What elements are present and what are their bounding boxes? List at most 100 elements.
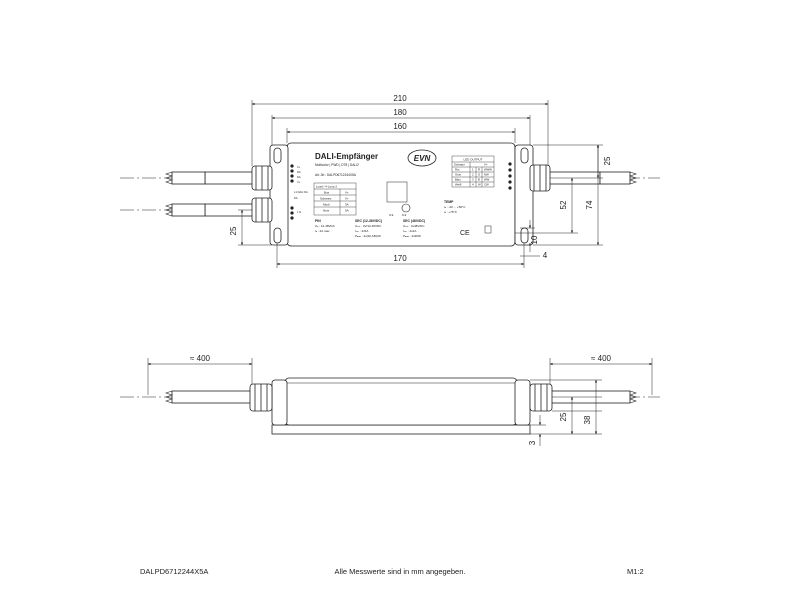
dim-25-top: 25 bbox=[603, 156, 612, 165]
led-cell: 3 bbox=[472, 178, 474, 182]
top-view-dimension-values: 210 180 160 170 25 52 74 25 10 4 bbox=[229, 94, 612, 263]
sec-line: Pₘₐₓ : 4x96W bbox=[403, 234, 421, 238]
temp-line: tₐ : +75°C bbox=[444, 210, 458, 214]
side-gland-right bbox=[529, 383, 553, 412]
side-gland-left bbox=[249, 383, 273, 412]
led-output-rows: Rot 1 R WWW Grün 2 G NW Blau 3 B WW Weiß… bbox=[455, 168, 492, 187]
led-cell: Rot bbox=[455, 168, 460, 172]
input-mid-line: DA bbox=[294, 196, 298, 200]
led-output-col: V+ bbox=[484, 163, 488, 167]
sec-line: Uₒᵤₜ : 4V/12-36VDC bbox=[355, 224, 382, 228]
side-housing bbox=[284, 377, 518, 426]
led-cell: Blau bbox=[455, 178, 461, 182]
mount-slot-tr bbox=[520, 147, 529, 164]
sec-line: Uₒᵤₜ : 4x48V/DC bbox=[403, 224, 425, 228]
mount-slot-tl bbox=[273, 147, 282, 164]
dim-4: 4 bbox=[543, 251, 548, 260]
top-view bbox=[120, 142, 660, 247]
side-view-dimensions bbox=[147, 358, 653, 446]
base-plate bbox=[271, 424, 531, 435]
sec-header: SEC (12-36V/DC) bbox=[355, 219, 382, 223]
mount-slot-bl bbox=[273, 227, 282, 244]
sec-header: SEC (48V/DC) bbox=[403, 219, 425, 223]
dim-3: 3 bbox=[528, 440, 537, 445]
device-title: DALI-Empfänger bbox=[315, 152, 378, 161]
sec-line: Iₒᵤₜ : 4x2A bbox=[403, 229, 416, 233]
button-mark: 0-9 bbox=[389, 213, 394, 217]
temp-line: tₐ : -20 ... +50°C bbox=[444, 205, 466, 209]
pin-header: PIN bbox=[315, 219, 321, 223]
cable-gland-left-lower bbox=[251, 197, 273, 223]
article-number: Art.-Nr.: DALPD6712244X5A bbox=[315, 173, 357, 177]
input-label: V+ bbox=[297, 180, 301, 184]
cable-gland-left-upper bbox=[251, 165, 273, 191]
top-view-dimensions bbox=[238, 100, 603, 268]
measurement-note: Alle Messwerte sind in mm angegeben. bbox=[334, 567, 466, 576]
led-cell: CW bbox=[484, 183, 489, 187]
led-cell: WWW bbox=[484, 168, 492, 172]
dim-25-left: 25 bbox=[229, 226, 238, 235]
pin-line: Iₙ : 4A max bbox=[315, 229, 330, 233]
load-table-cell: 5A bbox=[345, 209, 349, 213]
side-view bbox=[120, 377, 660, 435]
input-label: DA bbox=[297, 175, 301, 179]
dim-cable-right: ≈ 400 bbox=[591, 354, 612, 363]
led-cell: 1 bbox=[472, 168, 474, 172]
evn-logo bbox=[407, 149, 437, 167]
input-label: DA bbox=[297, 170, 301, 174]
led-cell: NW bbox=[484, 173, 489, 177]
side-cable-left bbox=[165, 390, 253, 404]
top-view-labels: EVN DALI-Empfänger Multicolor | PWD | DT… bbox=[294, 152, 492, 238]
led-cell: W bbox=[478, 183, 481, 187]
led-cell: R bbox=[478, 168, 480, 172]
end-cap-right bbox=[514, 144, 534, 246]
ce-mark: CE bbox=[460, 230, 470, 237]
led-output-table bbox=[451, 155, 495, 188]
sec-line: Pₘₐₓ : 4x(20-180)W bbox=[355, 234, 381, 238]
led-cell: B bbox=[478, 178, 480, 182]
sec-line: Iₒᵤₜ : 4x5A bbox=[355, 229, 368, 233]
cable-left-upper bbox=[165, 171, 258, 185]
dim-160: 160 bbox=[393, 122, 407, 131]
logo-text: EVN bbox=[414, 154, 431, 163]
input-terminals bbox=[290, 164, 294, 220]
dim-74: 74 bbox=[585, 200, 594, 209]
pin-line: Uₙ : 12-48VDC bbox=[315, 224, 336, 228]
dim-38: 38 bbox=[583, 415, 592, 424]
temp-header: TEMP bbox=[444, 200, 454, 204]
load-table-cell: V+ bbox=[345, 191, 349, 195]
push-button bbox=[401, 203, 411, 213]
button-mark: 0-9 bbox=[402, 213, 407, 217]
led-cell: 2 bbox=[472, 173, 474, 177]
led-cell: WW bbox=[484, 178, 490, 182]
scale-label: M1:2 bbox=[627, 567, 644, 576]
led-output-col: Schwarz bbox=[454, 163, 465, 167]
led-cell: G bbox=[478, 173, 480, 177]
part-number: DALPD6712244X5A bbox=[140, 567, 209, 576]
bin-symbol bbox=[484, 225, 492, 234]
side-end-cap-left bbox=[271, 379, 288, 426]
output-terminals bbox=[508, 162, 512, 190]
cable-gland-right bbox=[529, 164, 551, 192]
dim-cable-left: ≈ 400 bbox=[190, 354, 211, 363]
input-label: L N bbox=[297, 210, 301, 214]
led-output-header: LED OUTPUT bbox=[463, 158, 482, 162]
led-cell: Weiß bbox=[455, 183, 462, 187]
dim-180: 180 bbox=[393, 108, 407, 117]
device-subtitle: Multicolor | PWD | DT8 | DALI2 bbox=[315, 163, 359, 167]
dim-210: 210 bbox=[393, 94, 407, 103]
load-table-cell: V+ bbox=[345, 197, 349, 201]
led-cell: Grün bbox=[455, 173, 462, 177]
load-table-cell: Schwarz bbox=[320, 197, 332, 201]
dim-25-side: 25 bbox=[559, 412, 568, 421]
dim-52: 52 bbox=[559, 200, 568, 209]
dim-10: 10 bbox=[530, 235, 539, 244]
side-end-cap-right bbox=[514, 379, 531, 426]
load-table-cell: 3A bbox=[345, 203, 349, 207]
load-table-cell: Modi bbox=[323, 203, 330, 207]
load-table bbox=[313, 182, 357, 216]
input-label: V+ bbox=[297, 165, 301, 169]
display-window bbox=[386, 181, 408, 203]
input-mid-line: L1 DALI DA bbox=[294, 190, 308, 194]
